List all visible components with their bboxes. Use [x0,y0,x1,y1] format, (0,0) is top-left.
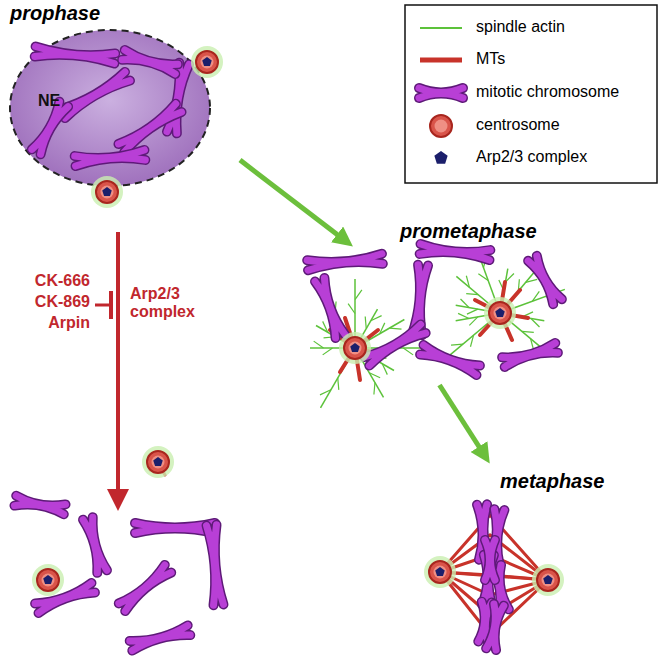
spindle-actin [505,273,513,281]
arp23-complex [495,308,505,317]
mitotic-chromosome [420,345,480,375]
legend-text: spindle actin [476,18,565,36]
mitotic-chromosome [419,88,463,98]
spindle-actin [531,318,539,326]
mitotic-chromosome [32,102,68,155]
arp23-complex [435,567,445,576]
spindle-actin [470,335,473,347]
stage-label: prometaphase [400,220,537,243]
spindle-actin [403,348,413,355]
centrosome [484,297,516,329]
mitotic-chromosome [15,496,66,515]
stage-group: prophase [5,2,240,172]
mitotic-chromosome [528,256,562,304]
centrosome [339,332,371,364]
spindle-actin [371,316,382,321]
mitotic-chromosome [486,604,504,650]
arp23-complex [350,343,360,352]
target-label: Arp2/3 complex [130,285,200,321]
arp23-complex [543,575,553,584]
spindle-actin [374,383,375,395]
spindle-actin [380,323,385,334]
spindle-actin [314,341,324,348]
mitotic-chromosome [130,625,191,650]
spindle-actin [323,348,333,355]
envelope-label: NE [38,92,60,110]
arp23-complex [202,57,212,66]
spindle-actin [478,274,488,281]
mitotic-chromosome [420,244,491,260]
spindle-actin [458,313,469,318]
mitotic-chromosome [502,343,558,367]
spindle-actin [323,321,328,332]
arp23-complex [102,187,112,196]
inhibitor-label: CK-666 [35,272,90,290]
spindle-actin [338,378,339,390]
legend-text: mitotic chromosome [476,83,619,101]
centrosome [424,556,456,588]
inhibitor-label: CK-869 [35,293,90,311]
centrosome [532,564,564,596]
mitotic-chromosome [118,104,181,152]
legend-frame [405,5,657,183]
spindle-actin [469,317,477,325]
inhibition-line [95,304,111,307]
spindle-actin [526,279,538,282]
mitotic-chromosome [207,525,224,606]
inhibitor-label: Arpin [48,314,90,332]
spindle-actin [467,309,478,314]
spindle-actin [522,331,534,332]
progression-arrow [240,160,345,240]
stage-group: prometaphase [345,215,570,385]
progression-arrow [440,385,485,455]
centrosome [191,46,223,78]
arp23-complex [43,575,53,584]
spindle-actin [369,373,380,378]
spindle-actin [532,291,539,301]
legend-text: centrosome [476,116,560,134]
stage-group: metaphase [425,455,611,655]
spindle-actin [320,390,331,395]
arp23-complex [153,457,163,466]
spindle-actin [390,328,402,329]
spindle-actin [355,290,362,300]
centrosome [142,446,174,478]
mitotic-chromosome [315,278,345,338]
legend-sample [420,27,462,29]
mitotic-chromosome [119,565,171,611]
centrosome [430,115,452,137]
spindle-actin [382,364,387,375]
spindle-actin [466,276,469,288]
mitotic-chromosome [75,150,146,166]
legend-sample [434,151,447,164]
centrosome [91,176,123,208]
legend-sample [420,58,462,63]
inhibited-path-arrow [116,232,120,500]
legend-text: MTs [476,50,505,68]
mitotic-chromosome [485,540,495,580]
mitotic-chromosome [122,50,178,74]
spindle-actin [451,344,463,345]
spindle-actin [365,317,366,329]
spindle-actin [460,299,468,307]
centrosome [32,564,64,596]
nucleus [10,30,210,186]
inhibition-bar [109,291,113,319]
mitotic-chromosome [83,517,107,573]
stage-label: prophase [10,2,100,25]
spindle-actin [466,294,478,295]
spindle-actin [348,304,355,314]
stage-label: metaphase [500,470,605,493]
mitotic-chromosome [35,47,116,64]
mitotic-chromosome [307,254,383,270]
mitotic-chromosome [364,324,425,365]
legend-text: Arp2/3 complex [476,148,587,166]
